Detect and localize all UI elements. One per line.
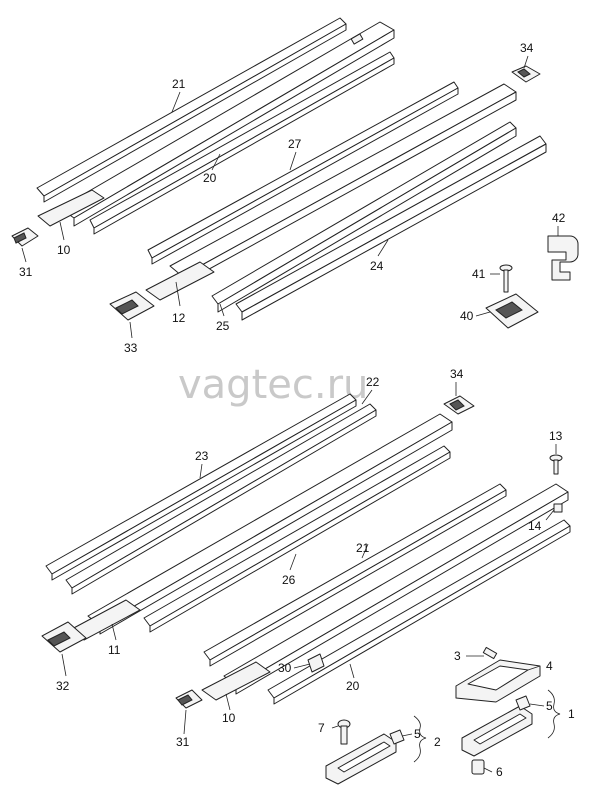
bracket-assembly-1 — [461, 705, 533, 757]
rail-12 — [145, 83, 517, 301]
clip-5-left — [389, 729, 405, 745]
end-cap-33 — [109, 291, 155, 321]
bracket-40 — [485, 293, 539, 329]
callout-5-left: 5 — [414, 727, 421, 741]
watermark: vagtec.ru — [178, 362, 368, 408]
rail-25 — [211, 121, 517, 313]
callout-11: 11 — [108, 643, 121, 657]
callout-42: 42 — [552, 211, 566, 225]
nut-6 — [471, 759, 485, 775]
callout-13: 13 — [549, 429, 563, 443]
bracket-assembly-2 — [325, 733, 397, 785]
rail-21-top — [36, 17, 347, 203]
clip-34-top — [511, 65, 541, 83]
callout-21-top: 21 — [172, 77, 186, 91]
callout-labels: 21 20 10 31 34 27 24 12 25 33 41 40 42 2… — [19, 41, 575, 779]
screw-7 — [337, 719, 351, 745]
rail-26 — [143, 445, 451, 633]
callout-21-bottom: 21 — [356, 541, 370, 555]
callout-12: 12 — [172, 311, 186, 325]
nut-14 — [553, 503, 563, 513]
rail-27 — [147, 81, 459, 265]
callout-4: 4 — [546, 659, 553, 673]
clip-5-right — [515, 695, 531, 711]
hook-42 — [547, 235, 579, 281]
rail-20-bottom — [267, 519, 571, 705]
callout-41: 41 — [472, 267, 486, 281]
callout-1: 1 — [568, 707, 575, 721]
callout-14: 14 — [528, 519, 542, 533]
callout-31-top: 31 — [19, 265, 33, 279]
callout-32: 32 — [56, 679, 70, 693]
callout-20-bottom: 20 — [346, 679, 360, 693]
screw-41 — [499, 264, 513, 293]
rail-10-bottom — [201, 483, 569, 701]
callout-23: 23 — [195, 449, 209, 463]
clip-34-bottom — [443, 395, 475, 415]
callout-40: 40 — [460, 309, 474, 323]
leader-lines — [21, 55, 559, 773]
rail-20-top — [89, 51, 395, 235]
callout-2: 2 — [434, 735, 441, 749]
callout-6: 6 — [496, 765, 503, 779]
callout-30: 30 — [278, 661, 292, 675]
rail-22 — [65, 403, 377, 595]
clip-30 — [307, 653, 325, 673]
callout-7: 7 — [318, 721, 325, 735]
callout-10-top: 10 — [57, 243, 71, 257]
end-cap-31-top — [11, 227, 39, 247]
callout-33: 33 — [124, 341, 138, 355]
callout-25: 25 — [216, 319, 230, 333]
rail-10-top — [37, 21, 395, 227]
screw-13 — [549, 454, 563, 475]
callout-31-bottom: 31 — [176, 735, 190, 749]
callout-34-bottom: 34 — [450, 367, 464, 381]
callout-22: 22 — [366, 375, 380, 389]
end-cap-32 — [41, 621, 87, 653]
callout-24: 24 — [370, 259, 384, 273]
callout-27: 27 — [288, 137, 302, 151]
callout-5-right: 5 — [546, 699, 553, 713]
rail-11 — [69, 413, 453, 641]
callout-34-top: 34 — [520, 41, 534, 55]
handle-4 — [455, 659, 541, 703]
rail-21-bottom — [203, 483, 507, 667]
rail-24 — [235, 135, 547, 321]
callout-26: 26 — [282, 573, 296, 587]
callout-braces — [413, 689, 561, 763]
callout-3: 3 — [454, 649, 461, 663]
rail-23 — [45, 393, 357, 581]
callout-20-top: 20 — [203, 171, 217, 185]
callout-10-bottom: 10 — [222, 711, 236, 725]
screw-3 — [482, 646, 498, 660]
end-cap-31-bottom — [175, 689, 203, 709]
